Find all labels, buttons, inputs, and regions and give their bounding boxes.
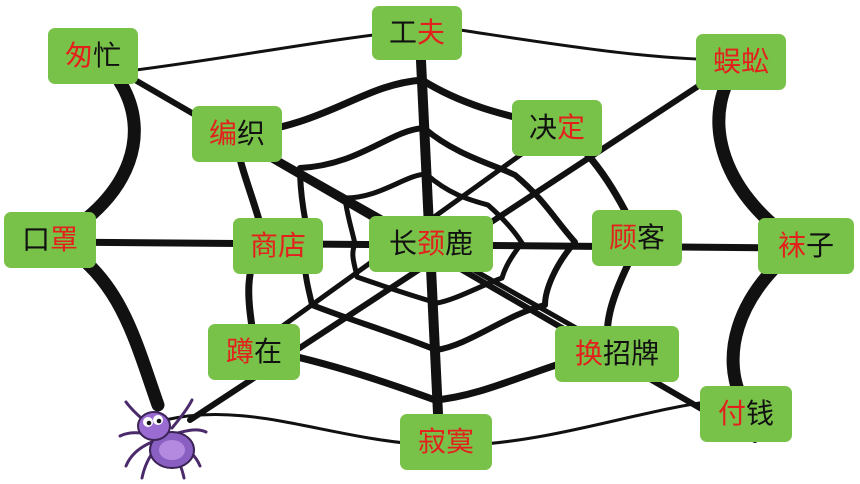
char-highlight: 袜 xyxy=(777,229,806,262)
char-highlight: 寂 xyxy=(417,425,446,458)
word-card-shangdian[interactable]: 商店 xyxy=(233,218,323,274)
char-highlight: 蹲 xyxy=(225,335,254,368)
char: 在 xyxy=(254,335,283,368)
char: 决 xyxy=(528,111,557,144)
char: 钱 xyxy=(746,397,775,430)
char: 忙 xyxy=(93,39,122,72)
char-highlight: 定 xyxy=(557,111,586,144)
word-card-wazi[interactable]: 袜子 xyxy=(758,218,854,274)
char: 牌 xyxy=(631,337,660,370)
char: 工 xyxy=(388,16,417,49)
char-highlight: 换 xyxy=(574,337,603,370)
char: 客 xyxy=(637,221,666,254)
char-highlight: 匆 xyxy=(64,39,93,72)
char-highlight: 夫 xyxy=(417,16,446,49)
char: 子 xyxy=(806,229,835,262)
char-highlight: 蜈 xyxy=(712,45,741,78)
word-card-gongfu[interactable]: 工夫 xyxy=(372,6,462,60)
word-card-guke[interactable]: 顾客 xyxy=(592,210,682,266)
char: 织 xyxy=(237,117,266,150)
word-card-wugong[interactable]: 蜈蚣 xyxy=(696,34,786,90)
spider-icon xyxy=(118,392,210,484)
char-highlight: 付 xyxy=(717,397,746,430)
word-card-congmang[interactable]: 匆忙 xyxy=(48,28,138,84)
word-card-huanzhaopai[interactable]: 换招牌 xyxy=(555,326,679,382)
char-highlight: 罩 xyxy=(50,223,79,256)
char: 口 xyxy=(21,223,50,256)
char-highlight: 蚣 xyxy=(741,45,770,78)
word-card-fuqian[interactable]: 付钱 xyxy=(700,386,792,442)
char-highlight: 店 xyxy=(278,229,307,262)
char-highlight: 编 xyxy=(208,117,237,150)
word-card-kouzhao[interactable]: 口罩 xyxy=(4,212,96,268)
char-highlight: 寞 xyxy=(446,425,475,458)
char-highlight: 商 xyxy=(249,229,278,262)
word-card-dunzai[interactable]: 蹲在 xyxy=(208,324,300,380)
word-card-changjinglu[interactable]: 长颈鹿 xyxy=(369,216,493,272)
char-highlight: 颈 xyxy=(416,227,445,260)
word-card-jueding[interactable]: 决定 xyxy=(512,100,602,156)
char: 长 xyxy=(388,227,417,260)
word-card-bianzhi[interactable]: 编织 xyxy=(192,106,282,162)
char: 鹿 xyxy=(445,227,474,260)
char-highlight: 顾 xyxy=(608,221,637,254)
word-card-jimo[interactable]: 寂寞 xyxy=(400,414,492,470)
char: 招 xyxy=(602,337,631,370)
